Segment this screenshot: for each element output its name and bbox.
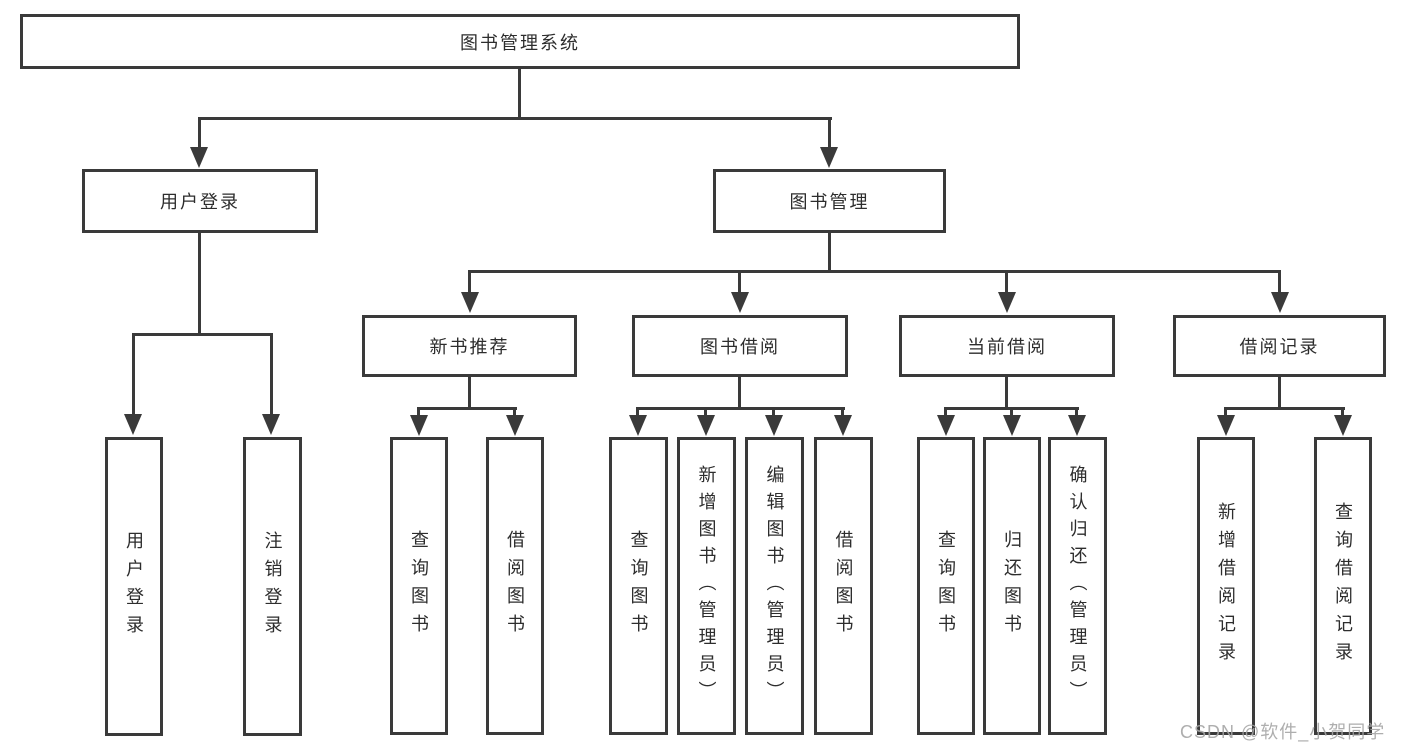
leaf-query-books-current-label: 查询图书: [936, 530, 956, 642]
arrowhead-nb-leaf1: [410, 415, 428, 436]
node-current-borrowing-label: 当前借阅: [967, 337, 1047, 357]
arrowhead-br-leaf1: [1217, 415, 1235, 436]
node-root-label: 图书管理系统: [460, 32, 580, 53]
node-borrow-records: 借阅记录: [1173, 315, 1386, 377]
node-new-book-recommend-label: 新书推荐: [429, 337, 510, 357]
connector-to-user-login: [198, 117, 201, 148]
leaf-borrow-books-recommend: 借阅图书: [486, 437, 544, 735]
leaf-add-borrow-record-label: 新增借阅记录: [1216, 502, 1236, 670]
node-book-management: 图书管理: [713, 169, 946, 233]
node-new-book-recommend: 新书推荐: [362, 315, 577, 377]
arrowhead-borrow-records: [1271, 292, 1289, 313]
node-user-login-label: 用户登录: [160, 192, 240, 212]
csdn-watermark: CSDN @软件_小贺同学: [1180, 722, 1386, 742]
connector-book-mgmt-stem: [828, 233, 831, 273]
arrowhead-bb-leaf3: [765, 415, 783, 436]
connector-to-leaf-user-login: [132, 333, 135, 416]
connector-borrow-records-bar: [1224, 407, 1345, 410]
arrowhead-bb-leaf1: [629, 415, 647, 436]
arrowhead-cb-leaf2: [1003, 415, 1021, 436]
node-book-management-label: 图书管理: [789, 192, 870, 212]
connector-cb-leaf3: [1075, 407, 1078, 418]
node-borrow-records-label: 借阅记录: [1239, 337, 1320, 357]
connector-current-borrowing-stem: [1005, 377, 1008, 410]
connector-to-borrow-records: [1278, 270, 1281, 294]
leaf-return-books-label: 归还图书: [1002, 530, 1022, 642]
leaf-add-books-admin-label: 新增图书（管理员）: [696, 464, 717, 708]
node-book-borrowing: 图书借阅: [632, 315, 848, 377]
connector-cb-leaf2: [1010, 407, 1013, 418]
connector-book-mgmt-bar: [468, 270, 1281, 273]
leaf-query-books-borrowing-label: 查询图书: [628, 530, 649, 642]
arrowhead-current-borrowing: [998, 292, 1016, 313]
arrowhead-cb-leaf1: [937, 415, 955, 436]
connector-cb-leaf1: [944, 407, 947, 418]
connector-bb-leaf3: [772, 407, 775, 418]
node-user-login: 用户登录: [82, 169, 318, 233]
connector-user-login-bar: [132, 333, 273, 336]
arrowhead-new-book: [461, 292, 479, 313]
connector-nb-leaf1: [417, 407, 420, 418]
node-current-borrowing: 当前借阅: [899, 315, 1115, 377]
connector-new-book-stem: [468, 377, 471, 410]
connector-book-borrowing-stem: [738, 377, 741, 410]
arrowhead-bb-leaf2: [697, 415, 715, 436]
arrowhead-nb-leaf2: [506, 415, 524, 436]
leaf-borrow-books-label: 借阅图书: [833, 530, 854, 642]
arrowhead-br-leaf2: [1334, 415, 1352, 436]
arrowhead-cb-leaf3: [1068, 415, 1086, 436]
connector-root-stem: [518, 69, 521, 119]
leaf-borrow-books-recommend-label: 借阅图书: [505, 530, 525, 642]
arrowhead-leaf-user-login: [124, 414, 142, 435]
node-book-borrowing-label: 图书借阅: [700, 337, 780, 357]
leaf-query-borrow-record-label: 查询借阅记录: [1333, 502, 1353, 670]
leaf-query-borrow-record: 查询借阅记录: [1314, 437, 1372, 735]
connector-to-book-borrowing: [738, 270, 741, 294]
connector-to-leaf-logout: [270, 333, 273, 416]
connector-bb-leaf2: [704, 407, 707, 418]
leaf-edit-books-admin-label: 编辑图书（管理员）: [764, 464, 785, 708]
connector-user-login-stem: [198, 233, 201, 336]
leaf-return-books: 归还图书: [983, 437, 1041, 735]
connector-new-book-bar: [417, 407, 517, 410]
connector-nb-leaf2: [513, 407, 516, 418]
leaf-logout-label: 注销登录: [262, 530, 283, 643]
leaf-confirm-return-admin: 确认归还（管理员）: [1048, 437, 1107, 735]
arrowhead-bb-leaf4: [834, 415, 852, 436]
connector-br-leaf2: [1341, 407, 1344, 418]
leaf-query-books-borrowing: 查询图书: [609, 437, 668, 735]
leaf-query-books-recommend: 查询图书: [390, 437, 448, 735]
arrowhead-book-management: [820, 147, 838, 168]
leaf-query-books-recommend-label: 查询图书: [409, 530, 429, 642]
connector-br-leaf1: [1224, 407, 1227, 418]
leaf-add-borrow-record: 新增借阅记录: [1197, 437, 1255, 735]
leaf-borrow-books: 借阅图书: [814, 437, 873, 735]
connector-to-current-borrowing: [1005, 270, 1008, 294]
connector-borrow-records-stem: [1278, 377, 1281, 410]
leaf-query-books-current: 查询图书: [917, 437, 975, 735]
connector-bb-leaf4: [841, 407, 844, 418]
connector-book-borrowing-bar: [636, 407, 845, 410]
arrowhead-book-borrowing: [731, 292, 749, 313]
leaf-confirm-return-admin-label: 确认归还（管理员）: [1067, 464, 1088, 708]
connector-to-new-book: [468, 270, 471, 294]
leaf-user-login: 用户登录: [105, 437, 163, 736]
connector-to-book-management: [828, 117, 831, 148]
arrowhead-leaf-logout: [262, 414, 280, 435]
node-root: 图书管理系统: [20, 14, 1020, 69]
leaf-logout: 注销登录: [243, 437, 302, 736]
connector-root-bar: [198, 117, 832, 120]
leaf-user-login-label: 用户登录: [124, 530, 144, 643]
arrowhead-user-login: [190, 147, 208, 168]
connector-bb-leaf1: [636, 407, 639, 418]
leaf-add-books-admin: 新增图书（管理员）: [677, 437, 736, 735]
leaf-edit-books-admin: 编辑图书（管理员）: [745, 437, 804, 735]
